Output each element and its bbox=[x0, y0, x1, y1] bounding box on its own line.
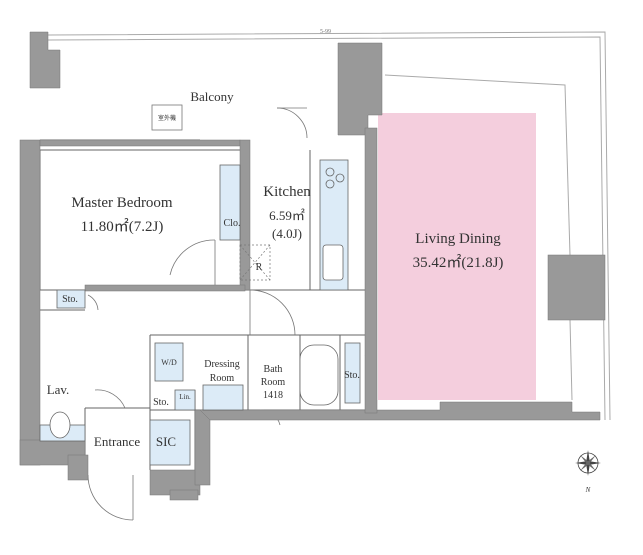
refrigerator-label: R bbox=[256, 262, 263, 273]
storage-bath-label: Sto. bbox=[344, 370, 360, 381]
stove-burners bbox=[325, 167, 345, 189]
entrance-label: Entrance bbox=[94, 434, 140, 449]
dressing-room-line1: Dressing bbox=[204, 359, 240, 370]
shoe-closet-label: SIC bbox=[156, 434, 176, 449]
kitchen-area: 6.59㎡ bbox=[269, 208, 305, 223]
outdoor-unit-box bbox=[151, 104, 183, 131]
bath-room-line2: Room bbox=[261, 377, 286, 388]
lavatory-label: Lav. bbox=[47, 382, 70, 397]
linen-label: Lin. bbox=[179, 393, 191, 401]
master-bedroom-name: Master Bedroom bbox=[71, 195, 173, 211]
compass-north-label: N bbox=[585, 486, 591, 494]
closet-label: Clo. bbox=[224, 218, 241, 229]
balcony-label: Balcony bbox=[190, 89, 234, 104]
storage-bedroom-label: Sto. bbox=[62, 294, 78, 305]
walls bbox=[19, 31, 606, 501]
living-dining-name: Living Dining bbox=[415, 231, 501, 247]
fixtures bbox=[39, 159, 361, 466]
refrigerator-space bbox=[239, 244, 271, 281]
kitchen-name: Kitchen bbox=[263, 184, 311, 200]
outdoor-unit-label: 室外機 bbox=[158, 114, 176, 122]
storage-entrance-label: Sto. bbox=[153, 397, 169, 408]
compass-icon bbox=[575, 450, 601, 476]
bath-room-line1: Bath bbox=[264, 364, 283, 375]
living-dining-area bbox=[378, 113, 536, 400]
bath-room-size: 1418 bbox=[263, 390, 283, 401]
master-bedroom-area: 11.80㎡(7.2J) bbox=[81, 218, 164, 235]
kitchen-jo: (4.0J) bbox=[272, 226, 302, 241]
living-dining-area-text: 35.42㎡(21.8J) bbox=[413, 254, 504, 271]
dimension-mark: 5-99 bbox=[320, 29, 331, 35]
dressing-room-line2: Room bbox=[210, 373, 235, 384]
washer-label: W/D bbox=[161, 358, 177, 367]
